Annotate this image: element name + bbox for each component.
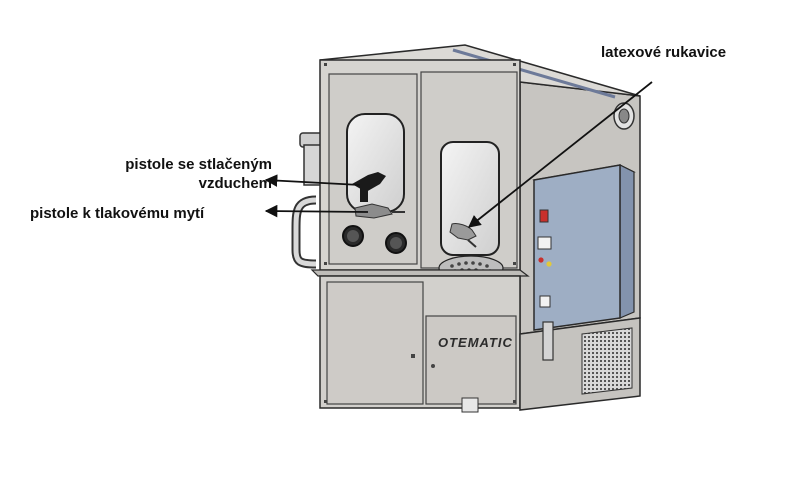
cabinet-ledge <box>310 269 530 277</box>
label-air-gun-line2: vzduchem <box>198 175 272 192</box>
latex-glove <box>449 223 477 248</box>
control-box <box>532 164 636 331</box>
power-button <box>539 295 551 308</box>
label-air-gun: pistole se stlačeným vzduchem <box>30 155 272 193</box>
vent-grille <box>581 327 633 395</box>
label-air-gun-line1: pistole se stlačeným <box>125 156 272 173</box>
exhaust-fan <box>613 102 635 130</box>
pressure-wash-gun <box>354 203 405 219</box>
gloves-arrow <box>468 81 653 228</box>
indicator-light-red <box>538 257 544 263</box>
indicator-light-yellow <box>546 261 552 267</box>
label-wash-gun: pistole k tlakovému mytí <box>30 205 205 222</box>
air-gun <box>352 172 386 202</box>
display-panel <box>537 236 552 250</box>
air-gun-arrow <box>264 174 361 187</box>
label-latex-gloves: latexové rukavice <box>601 44 727 61</box>
wash-gun-arrow <box>264 204 369 218</box>
main-switch <box>539 209 549 223</box>
brand-logo: OTEMATIC <box>438 335 513 350</box>
door-handle <box>542 321 554 361</box>
left-window <box>346 113 405 213</box>
